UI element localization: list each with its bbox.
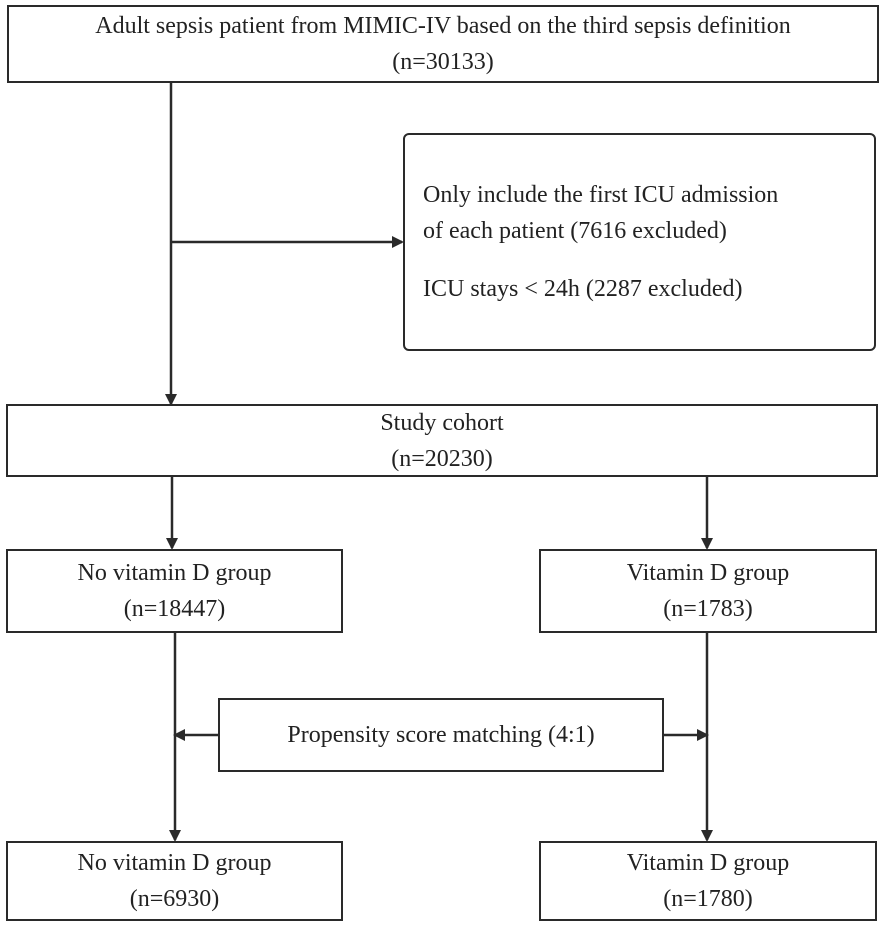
vitamin-d-title: Vitamin D group xyxy=(626,560,790,586)
vitamin-d-matched-count: (n=1780) xyxy=(663,886,753,912)
vitamin-d-box: Vitamin D group (n=1783) xyxy=(539,549,877,633)
top-box: Adult sepsis patient from MIMIC-IV based… xyxy=(7,5,879,83)
exclusion-first-admission-line1: Only include the first ICU admission xyxy=(423,182,779,208)
exclusion-short-stay: ICU stays < 24h (2287 excluded) xyxy=(423,276,743,302)
top-box-count: (n=30133) xyxy=(392,49,494,75)
no-vitamin-d-box: No vitamin D group (n=18447) xyxy=(6,549,343,633)
study-cohort-count: (n=20230) xyxy=(391,445,493,472)
propensity-score-box: Propensity score matching (4:1) xyxy=(218,698,664,772)
no-vitamin-d-matched-box: No vitamin D group (n=6930) xyxy=(6,841,343,921)
propensity-score-label: Propensity score matching (4:1) xyxy=(287,722,595,748)
no-vitamin-d-title: No vitamin D group xyxy=(77,560,272,586)
top-box-title: Adult sepsis patient from MIMIC-IV based… xyxy=(95,13,791,39)
no-vitamin-d-matched-title: No vitamin D group xyxy=(77,850,272,876)
vitamin-d-matched-title: Vitamin D group xyxy=(626,850,790,876)
vitamin-d-count: (n=1783) xyxy=(663,596,753,622)
study-cohort-title: Study cohort xyxy=(380,409,504,436)
no-vitamin-d-count: (n=18447) xyxy=(123,596,226,622)
study-cohort-box: Study cohort (n=20230) xyxy=(6,404,878,477)
no-vitamin-d-matched-count: (n=6930) xyxy=(129,886,220,912)
exclusion-box: Only include the first ICU admission of … xyxy=(403,133,876,351)
exclusion-first-admission-line2: of each patient (7616 excluded) xyxy=(423,218,727,244)
vitamin-d-matched-box: Vitamin D group (n=1780) xyxy=(539,841,877,921)
